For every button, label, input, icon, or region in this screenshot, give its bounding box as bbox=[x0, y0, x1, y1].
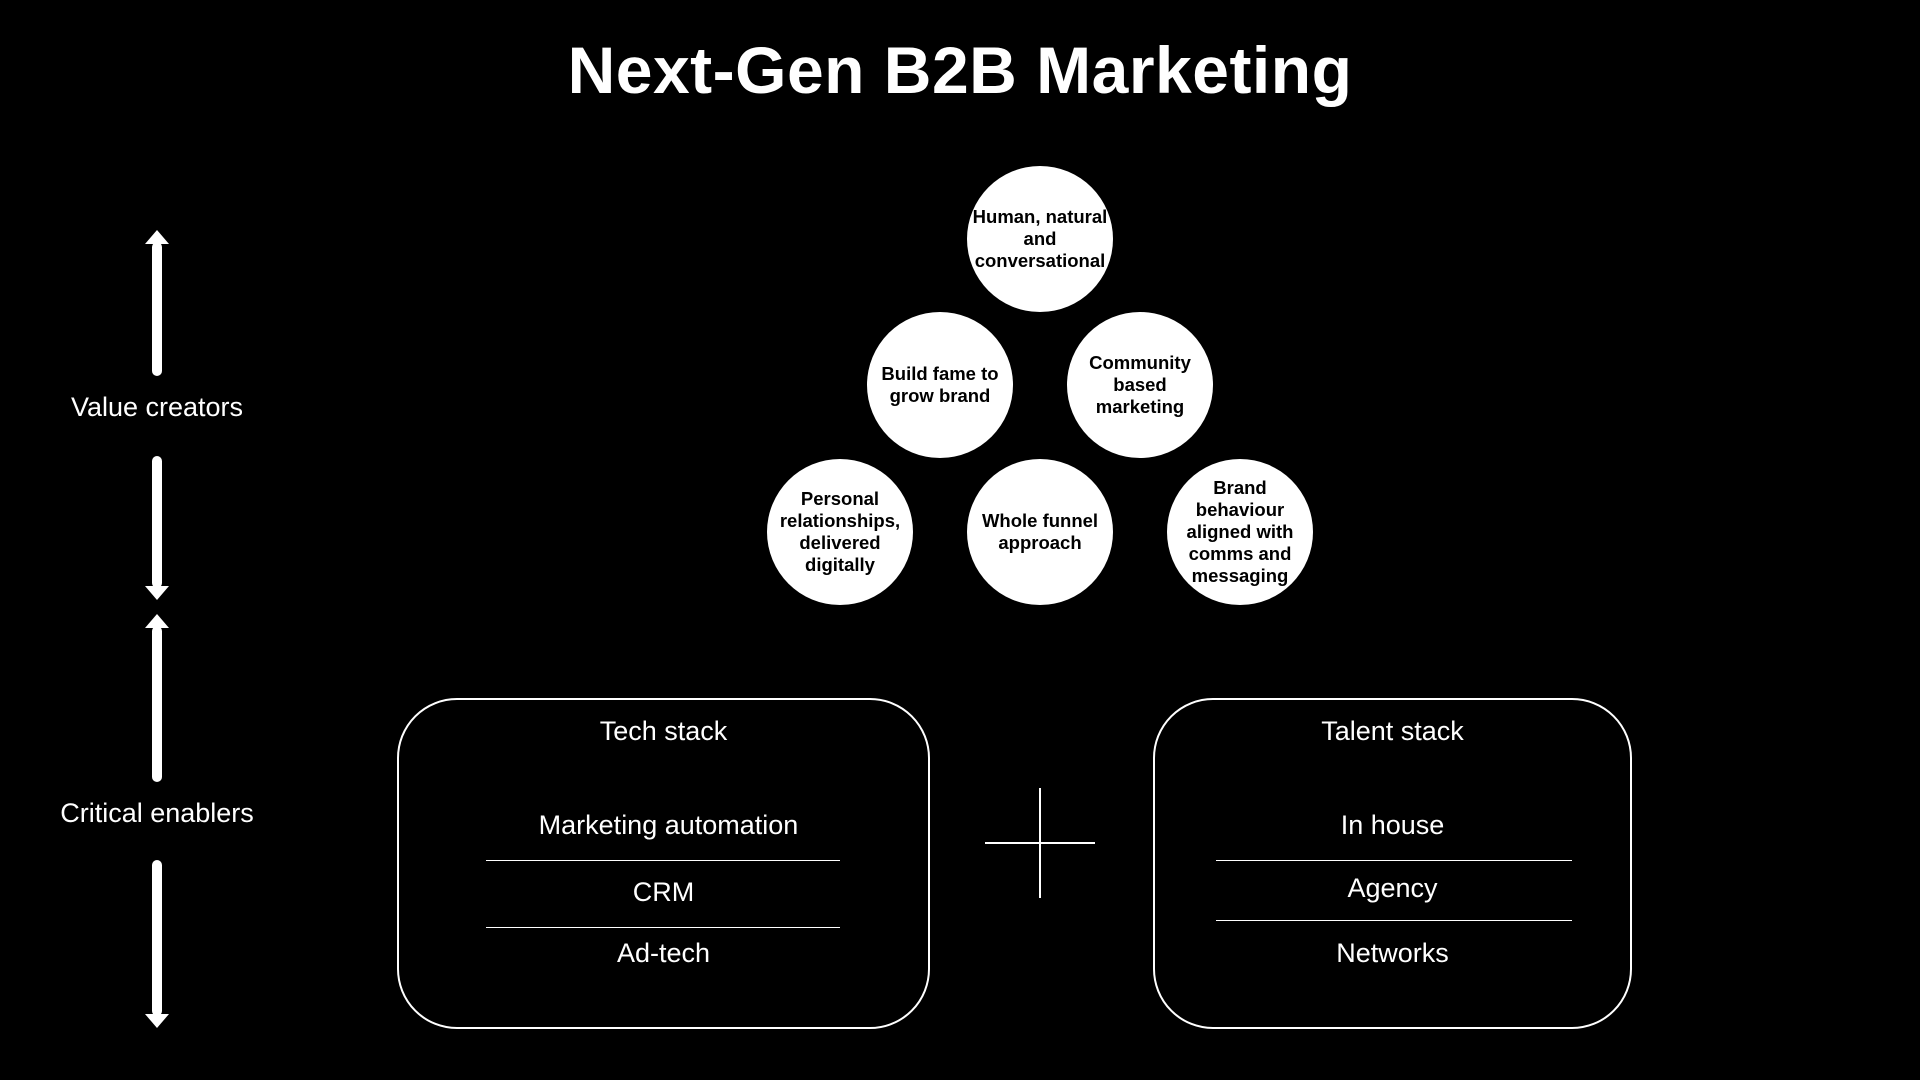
circle-label: Build fame to grow brand bbox=[881, 363, 999, 406]
up-arrow-icon bbox=[145, 614, 169, 782]
down-arrow-icon bbox=[145, 456, 169, 600]
circle-label: Whole funnel approach bbox=[981, 510, 1099, 553]
divider bbox=[1216, 860, 1572, 861]
value-creators-label: Value creators bbox=[70, 392, 244, 422]
value-circle-human: Human, natural and conversational bbox=[967, 166, 1113, 312]
down-arrow-icon bbox=[145, 860, 169, 1028]
tech-stack-box: Tech stack Marketing automation CRM Ad-t… bbox=[397, 698, 930, 1029]
circle-label: Brand behaviour aligned with comms and m… bbox=[1186, 477, 1294, 586]
circle-label: Human, natural and conversational bbox=[972, 206, 1108, 271]
tech-stack-item: CRM bbox=[632, 877, 695, 907]
value-circle-community: Community based marketing bbox=[1067, 312, 1213, 458]
critical-enablers-label: Critical enablers bbox=[60, 798, 254, 828]
tech-stack-item: Ad-tech bbox=[616, 938, 711, 968]
circle-label: Personal relationships, delivered digita… bbox=[779, 488, 901, 575]
value-circle-build-fame: Build fame to grow brand bbox=[867, 312, 1013, 458]
value-circle-brand-behaviour: Brand behaviour aligned with comms and m… bbox=[1167, 459, 1313, 605]
up-arrow-icon bbox=[145, 230, 169, 376]
page-title: Next-Gen B2B Marketing bbox=[567, 33, 1353, 107]
value-circle-whole-funnel: Whole funnel approach bbox=[967, 459, 1113, 605]
tech-stack-item: Marketing automation bbox=[538, 810, 799, 840]
talent-stack-title: Talent stack bbox=[1321, 716, 1464, 746]
talent-stack-item: In house bbox=[1340, 810, 1445, 840]
value-circle-personal-relationships: Personal relationships, delivered digita… bbox=[767, 459, 913, 605]
talent-stack-item: Agency bbox=[1347, 873, 1438, 903]
divider bbox=[486, 860, 840, 861]
tech-stack-title: Tech stack bbox=[599, 716, 728, 746]
divider bbox=[486, 927, 840, 928]
divider bbox=[1216, 920, 1572, 921]
talent-stack-item: Networks bbox=[1336, 938, 1449, 968]
plus-icon bbox=[985, 788, 1095, 898]
circle-label: Community based marketing bbox=[1089, 352, 1191, 417]
talent-stack-box: Talent stack In house Agency Networks bbox=[1153, 698, 1632, 1029]
